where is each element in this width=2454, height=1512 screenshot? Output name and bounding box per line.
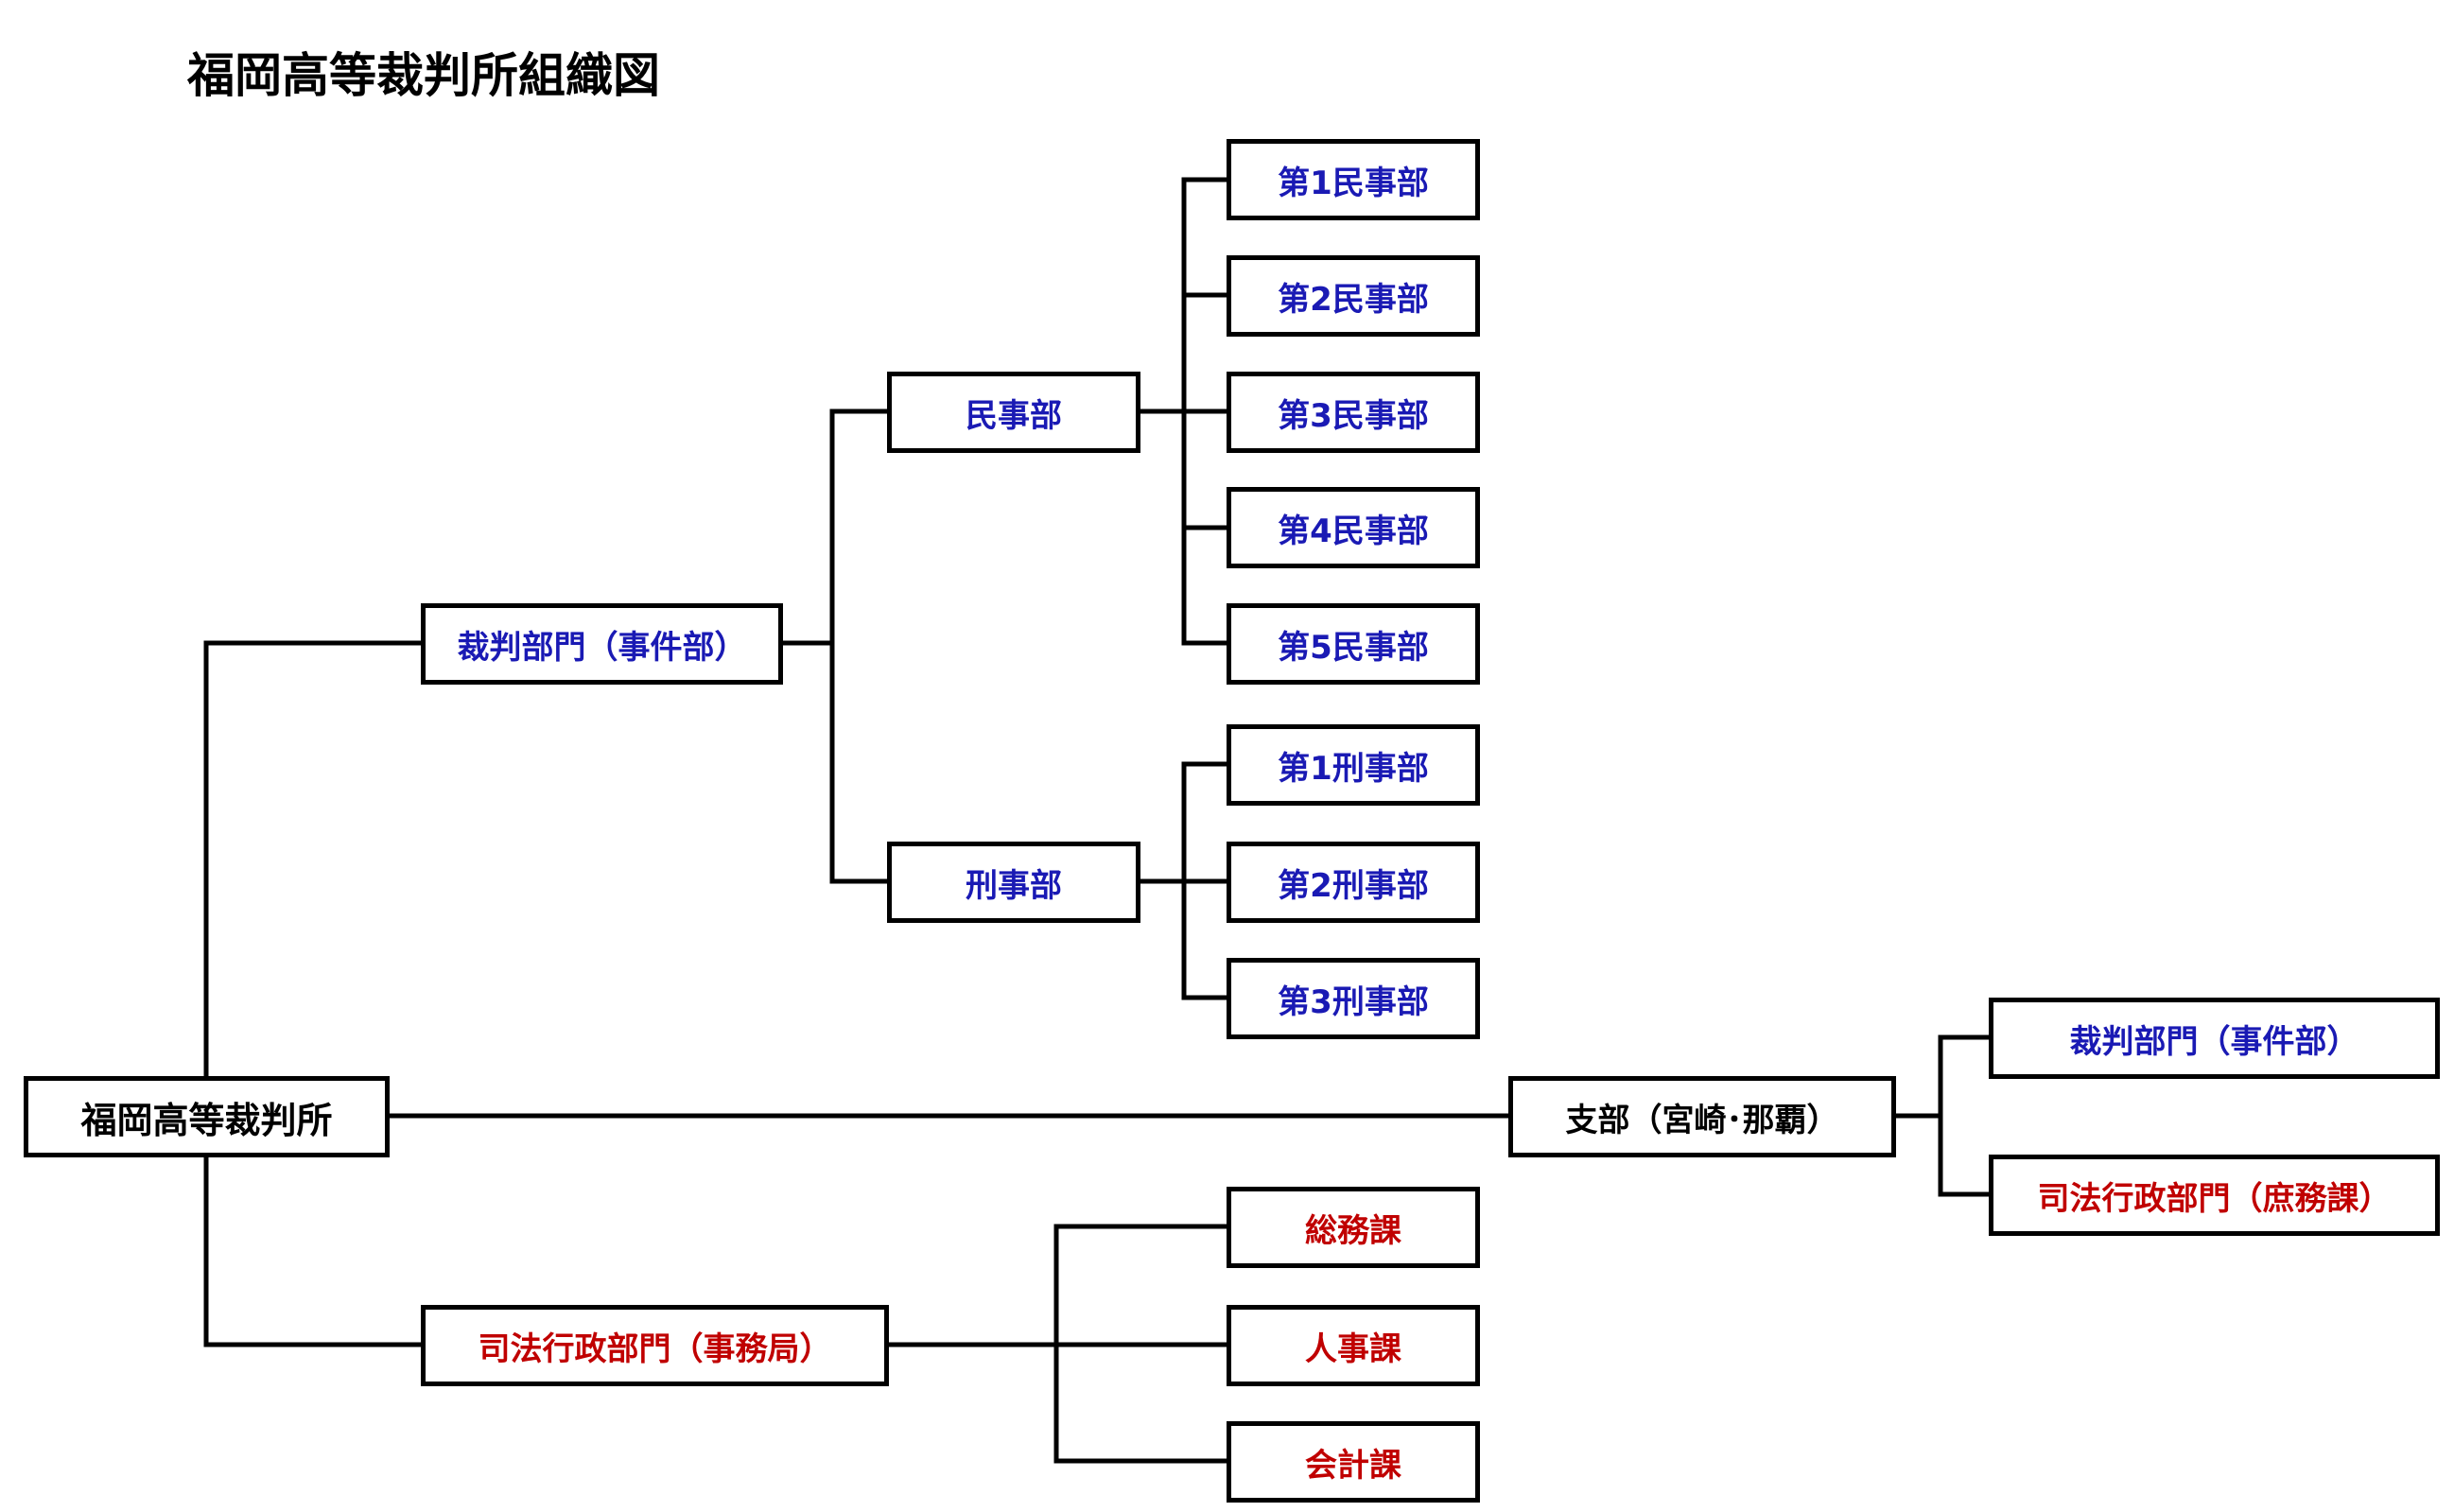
node-branch-admin: 司法行政部門（庶務課） [1989,1155,2440,1236]
node-criminal-2: 第2刑事部 [1227,842,1480,923]
node-civil-2: 第2民事部 [1227,255,1480,337]
node-civil-4: 第4民事部 [1227,487,1480,568]
node-civil-1: 第1民事部 [1227,139,1480,220]
node-accounting: 会計課 [1227,1421,1480,1503]
node-criminal-3: 第3刑事部 [1227,958,1480,1039]
chart-title: 福岡高等裁判所組織図 [187,48,660,103]
node-civil-division: 民事部 [887,372,1140,453]
node-judicial-division: 裁判部門（事件部） [421,603,783,685]
node-fukuoka-high-court: 福岡高等裁判所 [24,1076,390,1157]
node-branch: 支部（宮崎･那覇） [1508,1076,1896,1157]
node-branch-judicial: 裁判部門（事件部） [1989,998,2440,1079]
node-personnel: 人事課 [1227,1305,1480,1386]
node-general-affairs: 総務課 [1227,1187,1480,1268]
node-civil-5: 第5民事部 [1227,603,1480,685]
node-criminal-1: 第1刑事部 [1227,724,1480,806]
node-civil-3: 第3民事部 [1227,372,1480,453]
node-criminal-division: 刑事部 [887,842,1140,923]
node-admin-division: 司法行政部門（事務局） [421,1305,889,1386]
